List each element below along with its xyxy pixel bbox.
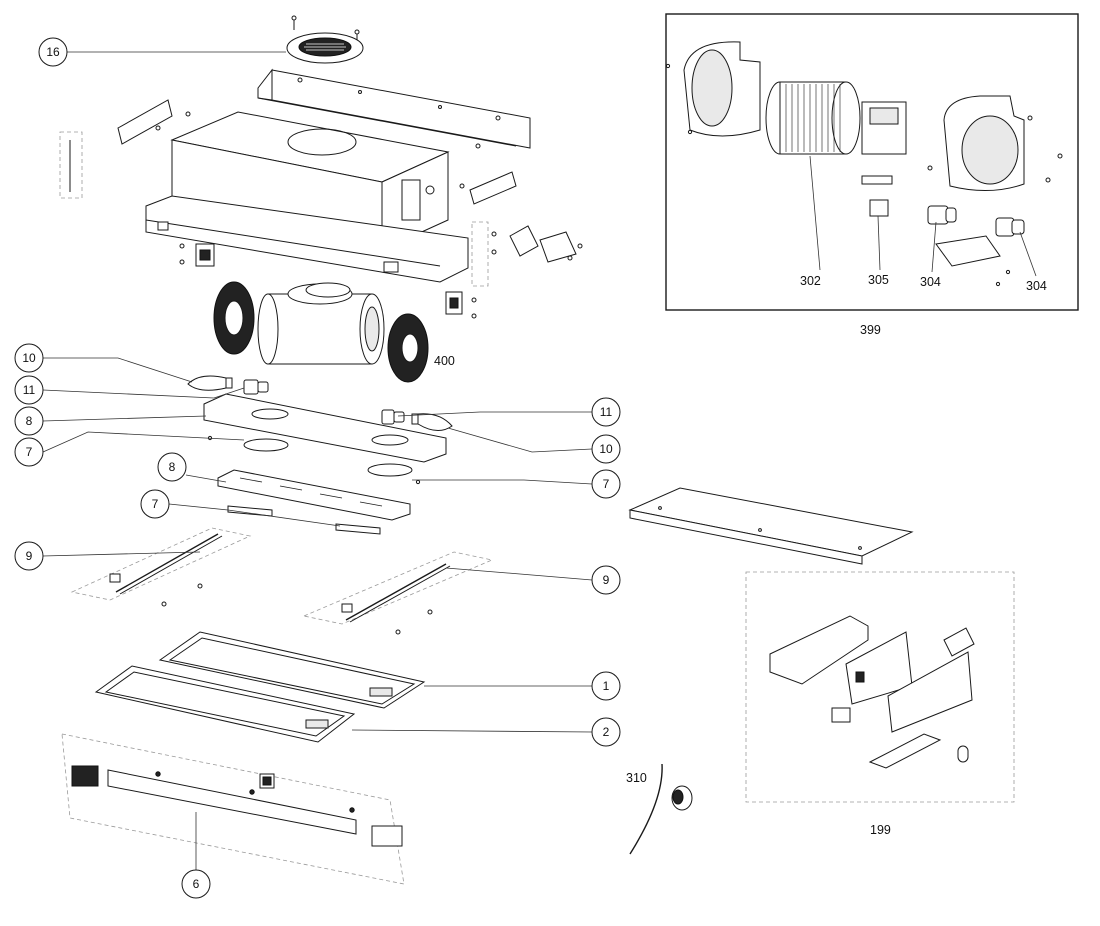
control-knob-310 [629,763,693,855]
callout-8-upper: 8 [14,406,44,436]
motor-detail-frame [665,13,1079,311]
callout-7-center-label: 7 [152,497,159,511]
bulb-right [411,413,453,431]
label-304-right: 304 [1026,279,1047,293]
gasket-left [243,438,289,452]
callout-8-upper-label: 8 [26,414,33,428]
grease-filter-1 [158,631,426,709]
terminal-block [445,291,477,319]
callout-8-lower: 8 [157,452,187,482]
callout-10-right: 10 [591,434,621,464]
side-bracket-left [59,99,191,199]
motor-plate-right [471,221,583,287]
glass-lens-pair [227,505,381,535]
motor-unit-400 [213,281,429,383]
callout-1: 1 [591,671,621,701]
side-bracket-right [459,143,517,205]
callout-10-left-label: 10 [22,351,36,365]
callout-11-left: 11 [14,375,44,405]
label-304-left: 304 [920,275,941,289]
label-400: 400 [434,354,455,368]
upper-panel [628,487,914,565]
callout-11-right: 11 [591,397,621,427]
gasket-right [367,463,413,477]
bulb-left [187,375,233,391]
label-399: 399 [860,323,881,337]
callout-7-left: 7 [14,437,44,467]
grease-filter-2 [94,665,356,743]
callout-10-left: 10 [14,343,44,373]
motor-housing-right [927,95,1063,192]
control-kit-frame [745,571,1015,803]
label-302: 302 [800,274,821,288]
lampholder-left [243,379,269,395]
front-panel-assembly [61,733,405,885]
rail-right [302,551,494,635]
motor-capacitor [861,101,907,155]
callout-7-right-label: 7 [603,477,610,491]
callout-9-right-label: 9 [603,573,610,587]
switch-302-305-parts [861,175,893,217]
callout-2: 2 [591,717,621,747]
callout-2-label: 2 [603,725,610,739]
control-kit-parts [769,615,975,769]
callout-7-center: 7 [140,489,170,519]
light-plate-lower [217,469,411,521]
callout-6: 6 [181,869,211,899]
lampholder-right [381,409,405,425]
lampholders-304 [927,205,1025,287]
callout-9-right: 9 [591,565,621,595]
callout-11-right-label: 11 [600,405,613,419]
switch-left [179,243,215,267]
callout-9-left-label: 9 [26,549,33,563]
label-305: 305 [868,273,889,287]
callout-11-left-label: 11 [23,383,36,397]
hood-body [145,111,469,283]
callout-16: 16 [38,37,68,67]
callout-10-right-label: 10 [599,442,613,456]
label-199: 199 [870,823,891,837]
mounting-bracket [257,68,531,149]
callout-1-label: 1 [603,679,610,693]
callout-7-left-label: 7 [26,445,33,459]
callout-16-label: 16 [46,45,60,59]
callout-6-label: 6 [193,877,200,891]
callout-7-right: 7 [591,469,621,499]
outlet-grille [286,15,364,64]
blower-wheel [765,81,861,155]
callout-8-lower-label: 8 [169,460,176,474]
motor-housing-left [665,41,761,137]
rail-left [70,527,252,607]
callout-9-left: 9 [14,541,44,571]
label-310: 310 [626,771,647,785]
leader-lines [42,51,1037,870]
